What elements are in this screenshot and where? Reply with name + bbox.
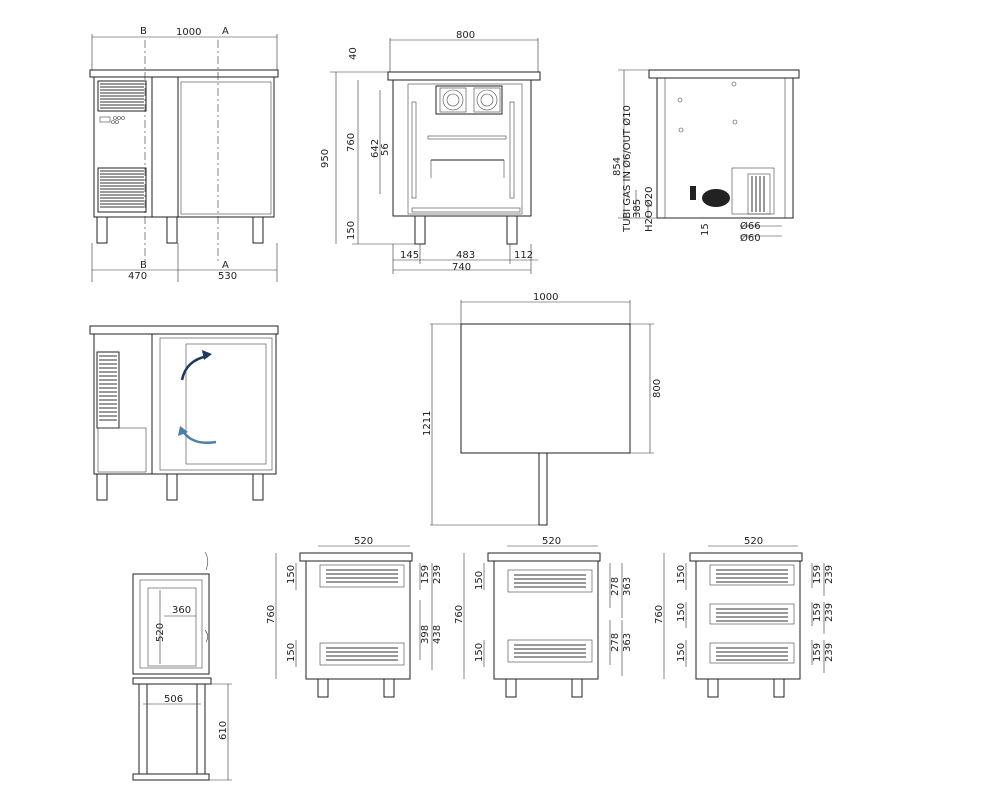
section3-r3b: 239 — [824, 643, 835, 662]
section-view-3: 520 760 150 150 150 159 239 159 — [654, 536, 835, 698]
tray-width: 360 — [172, 605, 191, 616]
open-door-view — [89, 325, 279, 501]
tray-base-width: 506 — [164, 694, 183, 705]
rail-slots — [411, 101, 515, 199]
section2-right-b: 363 — [622, 577, 633, 596]
section2-height: 760 — [454, 605, 465, 624]
section1-right-d: 438 — [432, 625, 443, 644]
section-view-1: 520 760 150 150 159 239 398 438 — [266, 536, 443, 698]
section3-left-top: 150 — [676, 565, 687, 584]
side-top-thickness: 40 — [348, 47, 359, 60]
section2-drawer-bottom-grill — [514, 644, 586, 658]
section3-r2b: 239 — [824, 603, 835, 622]
front-view: 1000 B A — [89, 26, 279, 282]
section3-drawer-grills — [716, 569, 788, 661]
back-dia-60: Ø60 — [740, 232, 761, 244]
front-right-width-label: 530 — [218, 271, 237, 282]
tray-view: 360 520 506 610 — [132, 551, 232, 781]
section1-left-top: 150 — [286, 565, 297, 584]
plan-depth-label: 800 — [652, 379, 663, 398]
back-bottom-offset: 15 — [700, 223, 711, 236]
section3-r1a: 159 — [812, 565, 823, 584]
section-b-marker-bottom: B — [140, 260, 147, 271]
back-view: 854 TUBI GAS IN Ø6/OUT Ø10 385 H2O Ø20 1… — [612, 69, 800, 244]
plan-width-label: 1000 — [533, 292, 558, 303]
section2-top-width: 520 — [542, 536, 561, 547]
back-water-label: H2O Ø20 — [643, 186, 655, 232]
section2-left-top: 150 — [474, 571, 485, 590]
section1-left-bottom: 150 — [286, 643, 297, 662]
section1-height: 760 — [266, 605, 277, 624]
section3-left-mid: 150 — [676, 603, 687, 622]
side-inner-width: 483 — [456, 250, 475, 261]
side-view: 800 40 950 760 642 56 — [320, 30, 541, 274]
section3-r1b: 239 — [824, 565, 835, 584]
section3-left-bottom: 150 — [676, 643, 687, 662]
section1-right-c: 398 — [420, 625, 431, 644]
section1-drawer-top-grill — [326, 569, 398, 583]
section3-top-width: 520 — [744, 536, 763, 547]
plan-door-swing: 1211 — [422, 411, 433, 436]
plan-view: 1000 1211 800 — [422, 292, 663, 526]
section-a-marker-bottom: A — [222, 260, 229, 271]
section-a-marker-top: A — [222, 26, 229, 37]
compressor — [702, 189, 730, 207]
tray-depth: 520 — [155, 623, 166, 642]
side-shelf-pitch: 56 — [380, 143, 391, 156]
back-gas-label: TUBI GAS IN Ø6/OUT Ø10 — [621, 105, 633, 233]
section2-right-a: 278 — [610, 577, 621, 596]
front-upper-grill — [97, 80, 147, 112]
tray-base-height: 610 — [218, 721, 229, 740]
section3-r2a: 159 — [812, 603, 823, 622]
side-total-height: 950 — [320, 149, 331, 168]
section-b-marker-top: B — [140, 26, 147, 37]
side-inner-height: 642 — [370, 139, 381, 158]
open-view-grill — [96, 351, 120, 429]
side-offset-left: 145 — [400, 250, 419, 261]
section2-drawer-top-grill — [514, 574, 586, 588]
side-leg-height: 150 — [346, 221, 357, 240]
side-bottom-width: 740 — [452, 262, 471, 273]
back-height: 854 — [612, 157, 623, 176]
section1-drawer-bottom-grill — [326, 647, 398, 661]
front-width-label: 1000 — [176, 27, 201, 38]
side-offset-right: 112 — [514, 250, 533, 261]
control-panel — [99, 116, 111, 123]
front-left-width-label: 470 — [128, 271, 147, 282]
section3-height: 760 — [654, 605, 665, 624]
section2-right-d: 363 — [622, 633, 633, 652]
back-drain-height: 385 — [632, 199, 643, 218]
section-view-2: 520 760 150 150 278 363 278 363 — [454, 536, 633, 698]
front-lower-grill — [97, 167, 147, 213]
section2-right-c: 278 — [610, 633, 621, 652]
side-depth-label: 800 — [456, 30, 475, 41]
back-dia-66: Ø66 — [740, 220, 761, 232]
side-body-height: 760 — [346, 133, 357, 152]
section1-right-a: 159 — [420, 565, 431, 584]
section1-top-width: 520 — [354, 536, 373, 547]
section1-right-b: 239 — [432, 565, 443, 584]
section3-r3a: 159 — [812, 643, 823, 662]
section2-left-bottom: 150 — [474, 643, 485, 662]
